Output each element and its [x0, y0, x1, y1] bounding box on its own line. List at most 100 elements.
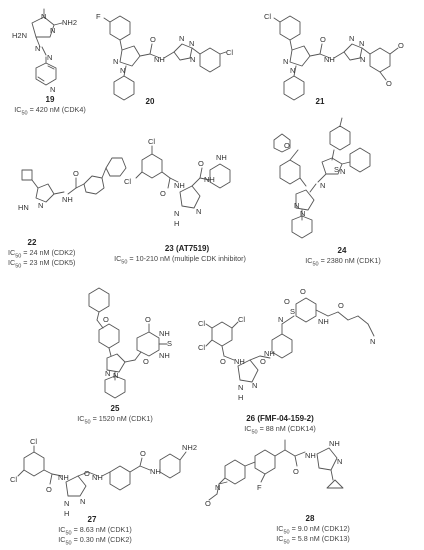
atom-NH: NH	[305, 451, 316, 460]
ic50-value: IC50 = 2380 nM (CDK1)	[305, 256, 381, 268]
ic50-value: IC50 = 0.30 nM (CDK2)	[58, 535, 132, 547]
structure-25: O O NH S NH O N N	[55, 284, 185, 404]
atom-N: N	[238, 383, 243, 392]
atom-N: N	[290, 66, 295, 75]
atom-O: O	[46, 485, 52, 494]
atom-O: O	[284, 297, 290, 306]
atom-N: N	[179, 34, 184, 43]
atom-Cl: Cl	[238, 315, 245, 324]
atom-O: O	[220, 357, 226, 366]
atom-F: F	[257, 483, 262, 492]
atom-NH: NH	[92, 473, 103, 482]
atom-O: O	[198, 159, 204, 168]
atom-F: F	[96, 12, 101, 21]
atom-N: N	[47, 53, 52, 62]
atom-N: N	[50, 85, 55, 94]
atom-NH2: NH2	[62, 18, 77, 27]
atom-NH: NH	[234, 357, 245, 366]
atom-Cl: Cl	[226, 48, 233, 57]
atom-N: N	[105, 369, 110, 378]
atom-O: O	[338, 301, 344, 310]
atom-N: N	[41, 12, 46, 21]
compound-number: 23 (AT7519)	[164, 244, 210, 253]
atom-N: N	[294, 201, 299, 210]
ic50-value: IC50 = 24 nM (CDK2)	[8, 248, 76, 260]
atom-S: S	[290, 307, 295, 316]
atom-O: O	[84, 469, 90, 478]
atom-Cl: Cl	[198, 343, 205, 352]
atom-NH: NH	[159, 351, 170, 360]
structure-23: Cl Cl O NH O NH NH N N H	[112, 130, 242, 245]
atom-O: O	[145, 315, 151, 324]
structure-21: Cl O NH N N N O O N N	[262, 10, 422, 105]
atom-NH: NH	[174, 181, 185, 190]
atom-O: O	[73, 169, 79, 178]
compound-number: 27	[87, 515, 97, 524]
atom-N: N	[120, 66, 125, 75]
atom-NH2: NH2	[182, 443, 197, 452]
atom-N: N	[80, 497, 85, 506]
atom-NH: NH	[204, 175, 215, 184]
structure-26: Cl Cl Cl NH O O NH N S O O NH O N N N H	[198, 280, 420, 420]
ic50-value: IC50 = 1520 nM (CDK1)	[77, 414, 153, 426]
atom-NH: NH	[150, 467, 161, 476]
ic50-value: IC50 = 9.0 nM (CDK12)	[276, 524, 350, 536]
atom-N: N	[337, 457, 342, 466]
atom-O: O	[143, 357, 149, 366]
atom-H: H	[174, 219, 179, 228]
atom-S: S	[334, 165, 339, 174]
atom-NH: NH	[324, 55, 335, 64]
ic50-value: IC50 = 5.8 nM (CDK13)	[276, 534, 350, 546]
atom-H: H	[238, 393, 243, 402]
atom-N: N	[340, 167, 345, 176]
atom-O: O	[293, 467, 299, 476]
atom-N: N	[196, 207, 201, 216]
atom-NH: NH	[58, 473, 69, 482]
atom-NH: NH	[264, 349, 275, 358]
atom-NH: NH	[318, 317, 329, 326]
atom-N: N	[189, 39, 194, 48]
atom-NH: NH	[329, 439, 340, 448]
atom-N: N	[300, 209, 305, 218]
compound-number: 19	[45, 95, 55, 104]
compound-number: 25	[110, 404, 120, 413]
atom-N: N	[360, 55, 365, 64]
atom-NH: NH	[216, 153, 227, 162]
structure-20: F O NH N N N Cl N N	[92, 10, 262, 105]
ic50-value: IC50 = 10-210 nM (multiple CDK inhibitor…	[114, 254, 246, 266]
atom-N: N	[215, 483, 220, 492]
atom-O: O	[320, 35, 326, 44]
compound-number: 22	[27, 238, 37, 247]
atom-NH: NH	[159, 329, 170, 338]
atom-N: N	[370, 337, 375, 346]
atom-NH: NH	[62, 195, 73, 204]
atom-N: N	[283, 57, 288, 66]
atom-N: N	[320, 181, 325, 190]
atom-O: O	[260, 357, 266, 366]
atom-N: N	[174, 209, 179, 218]
atom-N: N	[278, 315, 283, 324]
compound-number: 26 (FMF-04-159-2)	[246, 414, 314, 423]
atom-N: N	[359, 39, 364, 48]
structure-24: S N N O N N	[262, 112, 422, 247]
ic50-value: IC50 = 88 nM (CDK14)	[244, 424, 316, 436]
structure-28: N O F O NH NH N	[205, 436, 420, 521]
compound-number: 21	[315, 97, 325, 106]
atom-O: O	[150, 35, 156, 44]
atom-HN: HN	[18, 203, 29, 212]
atom-Cl: Cl	[10, 475, 17, 484]
atom-S: S	[167, 339, 172, 348]
atom-Cl: Cl	[198, 319, 205, 328]
atom-O: O	[103, 315, 109, 324]
atom-O: O	[300, 287, 306, 296]
ic50-value: IC50 = 8.63 nM (CDK1)	[58, 525, 132, 537]
ic50-value: IC50 = 420 nM (CDK4)	[14, 105, 86, 117]
atom-O: O	[160, 189, 166, 198]
atom-N: N	[252, 381, 257, 390]
atom-O: O	[284, 141, 290, 150]
atom-N: N	[349, 34, 354, 43]
atom-N: N	[113, 57, 118, 66]
atom-Cl: Cl	[124, 177, 131, 186]
compound-number: 24	[337, 246, 347, 255]
